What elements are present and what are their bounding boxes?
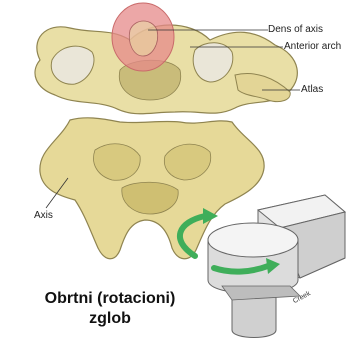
label-dens-of-axis: Dens of axis — [268, 25, 323, 35]
caption-line-2: zglob — [0, 310, 220, 328]
caption-line-1: Obrtni (rotacioni) — [0, 290, 220, 308]
dens-highlight — [112, 3, 174, 71]
label-axis: Axis — [34, 211, 53, 221]
label-atlas: Atlas — [301, 85, 323, 95]
label-anterior-arch: Anterior arch — [284, 42, 341, 52]
